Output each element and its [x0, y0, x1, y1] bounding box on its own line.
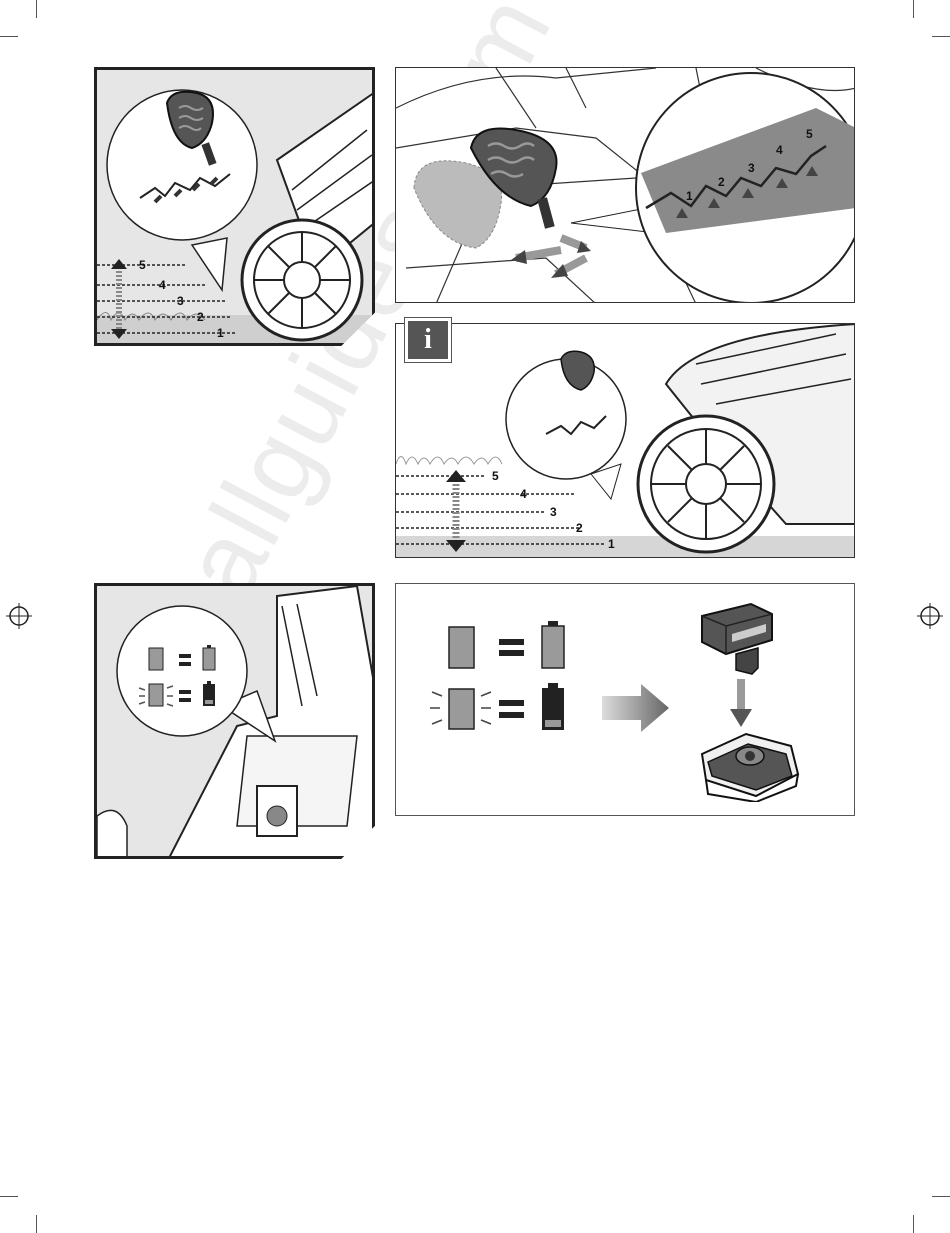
lever-closeup-illustration — [396, 68, 855, 303]
crop-mark — [932, 36, 950, 37]
battery-pack-icon — [696, 598, 778, 678]
mower-side-illustration — [396, 324, 855, 558]
crop-mark — [913, 1215, 914, 1233]
lever-scale-label-5: 5 — [806, 128, 813, 140]
charger-icon — [696, 724, 806, 802]
lever-scale-label-2: 2 — [718, 176, 725, 188]
height-label-2: 2 — [576, 522, 583, 534]
crop-mark — [0, 1196, 18, 1197]
panel-battery-indicator — [94, 583, 375, 859]
battery-compartment-illustration — [97, 586, 375, 859]
insert-arrow-icon — [730, 679, 752, 729]
lever-slot-track — [135, 168, 245, 210]
crop-mark — [913, 0, 914, 18]
registration-mark — [6, 603, 32, 629]
crop-mark — [0, 36, 18, 37]
height-label-4: 4 — [520, 488, 527, 500]
height-label-1: 1 — [608, 538, 615, 550]
height-label-3: 3 — [177, 295, 184, 307]
height-label-1: 1 — [217, 327, 224, 339]
height-label-5: 5 — [139, 259, 146, 271]
panel-info-cutting-height: 5 4 3 2 1 — [395, 323, 855, 558]
crop-mark — [36, 0, 37, 18]
lever-scale-label-3: 3 — [748, 162, 755, 174]
registration-mark — [917, 603, 943, 629]
height-adjust-lever-icon — [157, 88, 227, 168]
height-label-3: 3 — [550, 506, 557, 518]
lever-scale-label-1: 1 — [686, 190, 693, 202]
height-label-5: 5 — [492, 470, 499, 482]
lever-scale-label-4: 4 — [776, 144, 783, 156]
mower-wheel-icon — [237, 215, 367, 345]
height-label-4: 4 — [159, 279, 166, 291]
crop-mark — [932, 1196, 950, 1197]
crop-mark — [36, 1215, 37, 1233]
panel-lever-closeup: 1 2 3 4 5 — [395, 67, 855, 303]
info-icon: i — [405, 318, 451, 362]
height-lines — [97, 255, 237, 340]
height-label-2: 2 — [197, 311, 204, 323]
panel-battery-charging — [395, 583, 855, 816]
panel-cutting-height: 5 4 3 2 1 — [94, 67, 375, 346]
